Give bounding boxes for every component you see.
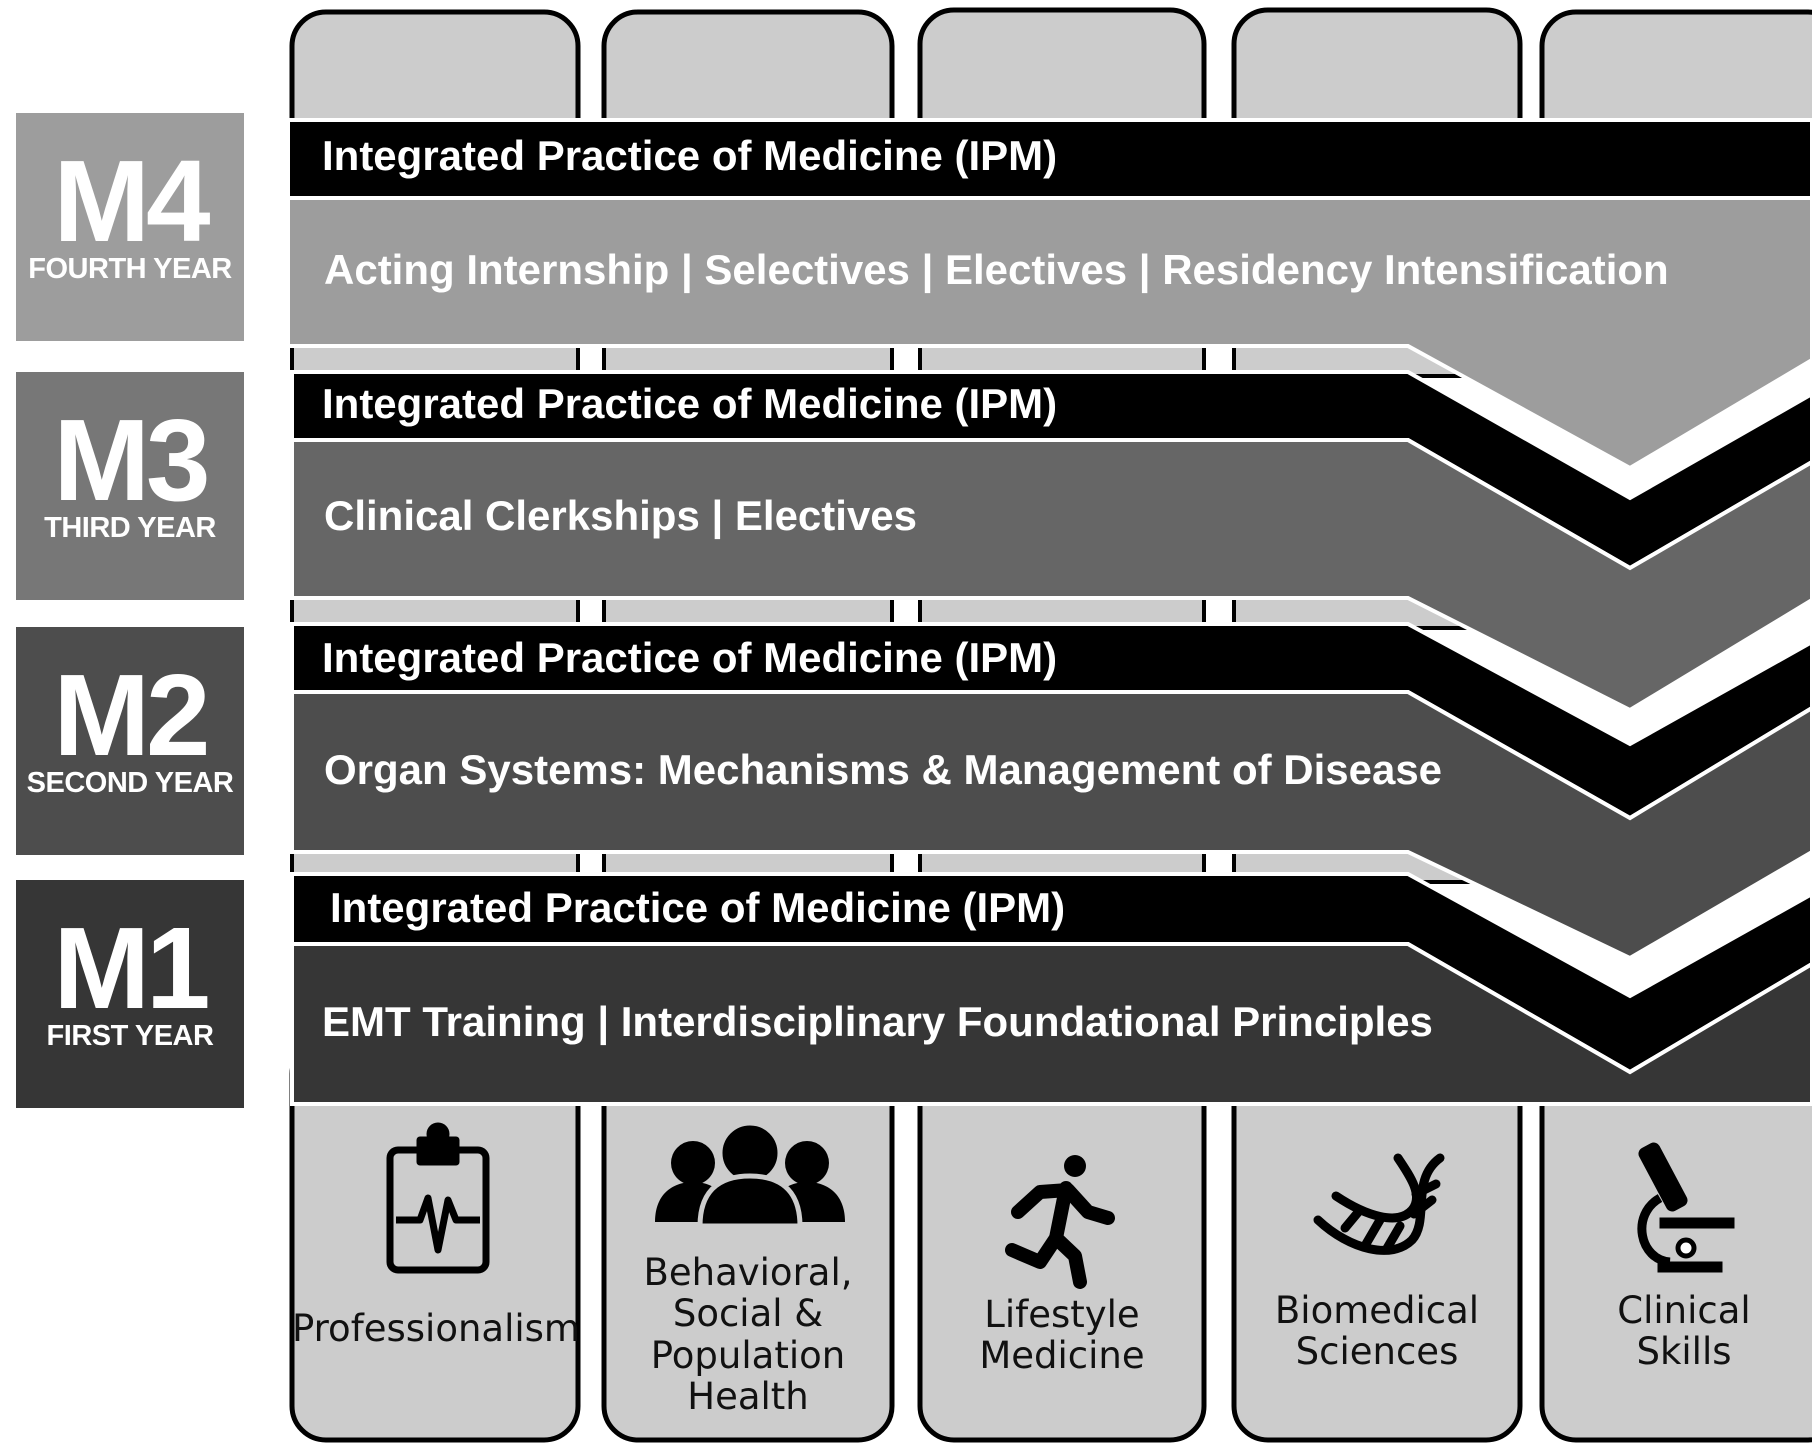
pillar-label-line: Lifestyle	[984, 1293, 1140, 1336]
band-m4-body	[286, 196, 1812, 471]
year-code: M1	[53, 903, 210, 1033]
pillar-label-line: Social &	[672, 1292, 824, 1336]
band-m4	[286, 118, 1812, 471]
year-code: M2	[53, 650, 210, 780]
band-content-m1: EMT Training | Interdisciplinary Foundat…	[322, 998, 1433, 1045]
band-m3-body	[290, 438, 1812, 713]
people-group-icon	[655, 1120, 845, 1229]
pillar-label-behavioral: Behavioral, Social & Population Health	[604, 1252, 892, 1418]
band-m1	[290, 872, 1812, 1106]
band-m2	[290, 622, 1812, 961]
band-content-m3: Clinical Clerkships | Electives	[324, 492, 918, 539]
pillar-label-biomedical: Biomedical Sciences	[1234, 1290, 1520, 1373]
pillar-label-line: Health	[687, 1375, 809, 1419]
pillar-label-line: Medicine	[979, 1334, 1145, 1378]
ipm-label-m4: Integrated Practice of Medicine (IPM)	[322, 132, 1058, 179]
ipm-label-m2: Integrated Practice of Medicine (IPM)	[322, 634, 1058, 681]
pillar-label-professionalism: Professionalism	[292, 1307, 580, 1350]
year-box-m2: M2 SECOND YEAR	[16, 627, 244, 855]
pillar-label-line: Population	[650, 1333, 846, 1377]
band-content-m2: Organ Systems: Mechanisms & Management o…	[324, 746, 1443, 793]
band-m1-body	[290, 942, 1812, 1106]
ipm-label-m3: Integrated Practice of Medicine (IPM)	[322, 380, 1058, 427]
ipm-label-m1: Integrated Practice of Medicine (IPM)	[330, 884, 1066, 931]
year-box-m3: M3 THIRD YEAR	[16, 372, 244, 600]
year-code: M4	[53, 136, 210, 266]
pillar-label-line: Clinical	[1617, 1289, 1751, 1332]
band-content-m4: Acting Internship | Selectives | Electiv…	[324, 246, 1669, 293]
band-m2-body	[290, 690, 1812, 961]
pillar-label-line: Skills	[1636, 1330, 1732, 1374]
pillar-label-line: Sciences	[1295, 1330, 1459, 1374]
microscope-icon	[1637, 1142, 1735, 1273]
pillar-label-line: Behavioral,	[643, 1251, 853, 1294]
band-m4-ipm-bar	[286, 118, 1812, 200]
band-m3	[290, 370, 1812, 713]
pillar-label-clinical: Clinical Skills	[1542, 1290, 1812, 1373]
year-box-m4: M4 FOURTH YEAR	[16, 113, 244, 341]
clipboard-heartbeat-icon	[386, 1122, 490, 1274]
pillar-label-line: Professionalism	[292, 1307, 580, 1350]
year-box-m1: M1 FIRST YEAR	[16, 880, 244, 1108]
running-person-icon	[1005, 1155, 1115, 1289]
year-label: FOURTH YEAR	[28, 253, 232, 285]
year-code: M3	[53, 395, 210, 525]
year-label: FIRST YEAR	[46, 1020, 214, 1052]
pillar-label-lifestyle: Lifestyle Medicine	[920, 1294, 1204, 1377]
dna-icon	[1313, 1153, 1445, 1255]
year-label: SECOND YEAR	[26, 767, 234, 799]
pillar-label-line: Biomedical	[1274, 1289, 1480, 1332]
year-label: THIRD YEAR	[44, 512, 216, 544]
